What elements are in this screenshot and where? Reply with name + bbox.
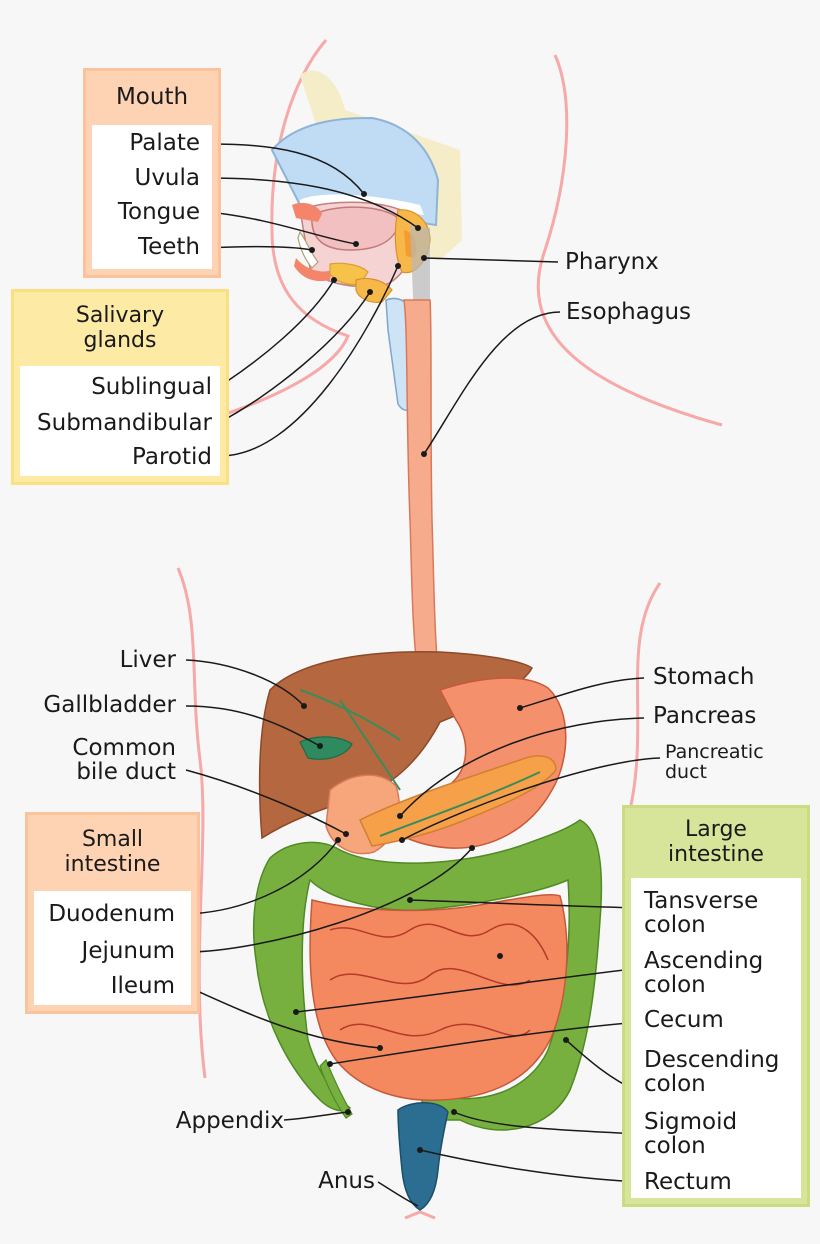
small-intestine-box-title: Small intestine [64, 826, 161, 877]
label-common-bile-duct: Common bile duct [72, 735, 176, 786]
label-appendix: Appendix [175, 1108, 284, 1134]
label-descending-colon: Descending colon [644, 1047, 780, 1098]
label-sublingual: Sublingual [91, 374, 212, 400]
label-anus: Anus [318, 1168, 375, 1194]
pharynx-shape [410, 225, 430, 320]
label-rectum: Rectum [644, 1169, 732, 1195]
hepatic-ducts [299, 689, 401, 791]
label-stomach: Stomach [653, 664, 755, 690]
label-ileum: Ileum [110, 973, 175, 999]
rectum-shape [397, 1102, 449, 1211]
esophagus-shape [403, 299, 441, 691]
mouth-box-body [92, 125, 212, 269]
label-transverse-colon: Tansverse colon [644, 888, 759, 939]
salivary-glands-box-body [20, 366, 220, 476]
label-jejunum: Jejunum [81, 938, 175, 964]
label-tongue: Tongue [117, 199, 200, 225]
salivary-glands-box-title: Salivary glands [75, 302, 165, 353]
label-sigmoid-colon: Sigmoid colon [644, 1109, 738, 1160]
salivary-glands-box: Salivary glands [11, 289, 229, 485]
label-duodenum: Duodenum [48, 901, 175, 927]
pancreas-shape [359, 755, 557, 847]
small-intestine-shape [309, 893, 568, 1101]
label-parotid: Parotid [132, 444, 212, 470]
large-intestine-box-body [631, 878, 801, 1198]
label-liver: Liver [119, 647, 176, 673]
pancreatic-duct-line [379, 771, 541, 837]
label-pancreas: Pancreas [653, 703, 757, 729]
label-teeth: Teeth [137, 234, 200, 260]
small-intestine-folds [329, 923, 549, 1037]
leader-dots [293, 191, 569, 1153]
label-uvula: Uvula [134, 165, 200, 191]
small-intestine-box-body [34, 891, 191, 1005]
label-pancreatic-duct: Pancreatic duct [665, 741, 764, 783]
label-esophagus: Esophagus [566, 299, 692, 325]
body-outline [119, 39, 723, 1220]
label-palate: Palate [129, 130, 200, 156]
mouth-box-title: Mouth [115, 83, 189, 110]
large-intestine-box: Large intestine [622, 805, 810, 1207]
leader-lines [185, 143, 661, 1207]
label-submandibular: Submandibular [37, 410, 212, 436]
large-intestine-box-title: Large intestine [668, 816, 764, 867]
label-pharynx: Pharynx [565, 249, 659, 275]
appendix-shape [319, 1058, 353, 1119]
lower-lip [294, 258, 332, 282]
label-ascending-colon: Ascending colon [644, 948, 764, 999]
label-cecum: Cecum [644, 1007, 724, 1033]
mouth-box: Mouth [83, 68, 221, 278]
label-gallbladder: Gallbladder [43, 692, 176, 718]
upper-lip [292, 202, 322, 222]
small-intestine-box: Small intestine [25, 812, 200, 1014]
